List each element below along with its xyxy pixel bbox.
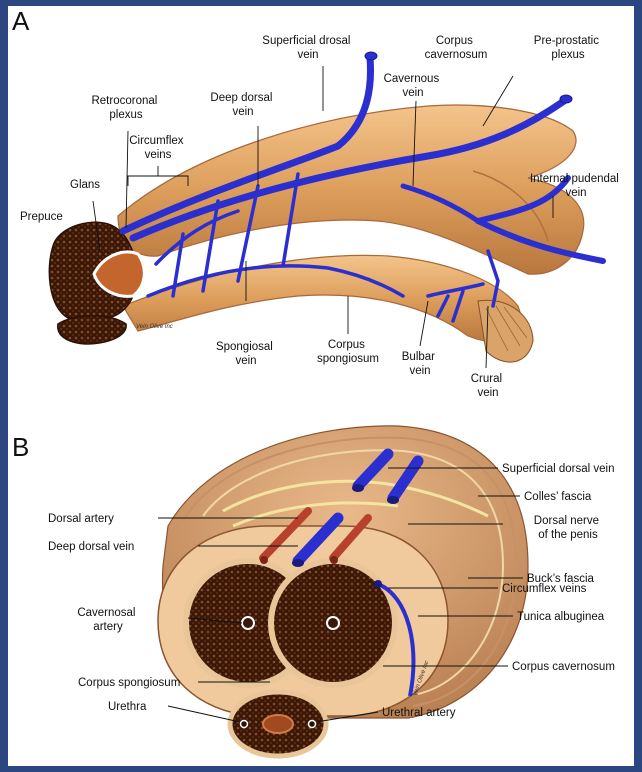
cavernosal-artery-right	[327, 617, 339, 629]
panel-b: B	[12, 426, 615, 756]
sdv-2-end	[387, 496, 399, 504]
label-corpus-spongiosum-b: Corpus spongiosum	[78, 677, 180, 689]
label-bulbar-vein: Bulbar vein	[402, 351, 438, 377]
urethral-artery-right	[309, 721, 316, 728]
label-pre-prostatic-plexus: Pre-prostatic plexus	[534, 35, 602, 61]
label-cavernosal-artery: Cavernosal artery	[77, 607, 138, 633]
panel-a-letter: A	[12, 6, 30, 36]
label-glans: Glans	[70, 179, 100, 191]
panel-b-letter: B	[12, 432, 29, 462]
label-superficial-dorsal-vein-b: Superficial dorsal vein	[502, 463, 615, 475]
anatomy-figure: A Vein Olive Inc	[8, 6, 634, 766]
label-cavernous-vein: Cavernous vein	[384, 73, 443, 99]
label-tunica-albuginea: Tunica albuginea	[517, 611, 605, 623]
sdv-1-end	[352, 484, 364, 492]
label-colles-fascia: Colles’ fascia	[524, 491, 592, 503]
label-prepuce: Prepuce	[20, 211, 63, 223]
urethra-lumen	[263, 715, 293, 733]
panel-a: A Vein Olive Inc	[12, 6, 622, 399]
label-dorsal-artery: Dorsal artery	[48, 513, 114, 525]
ddv-end	[292, 559, 304, 567]
superficial-vein-cut-end	[365, 52, 377, 60]
circumflex-vein-end	[374, 580, 382, 588]
signature-a: Vein Olive Inc	[136, 324, 173, 330]
penile-venous-anatomy-diagram: A Vein Olive Inc	[8, 6, 634, 766]
label-corpus-cavernosum-a: Corpus cavernosum	[425, 35, 488, 61]
label-corpus-cavernosum-b: Corpus cavernosum	[512, 661, 615, 673]
label-deep-dorsal-vein-b: Deep dorsal vein	[48, 541, 134, 553]
urethral-artery-left	[241, 721, 248, 728]
da-left-end	[260, 556, 268, 564]
cavernosal-artery-left	[242, 617, 254, 629]
label-superficial-drosal-vein: Superficial drosal vein	[262, 35, 353, 61]
label-circumflex-veins-a: Circumflex veins	[129, 135, 187, 161]
label-urethral-artery: Urethral artery	[382, 707, 456, 719]
label-circumflex-veins-b: Circumflex veins	[502, 583, 587, 595]
label-dorsal-nerve: Dorsal nerve of the penis	[534, 515, 602, 541]
lower-cut-section	[58, 316, 126, 344]
deep-vein-cut-end	[560, 95, 572, 103]
da-right-end	[330, 556, 338, 564]
label-deep-dorsal-vein-a: Deep dorsal vein	[210, 92, 275, 118]
label-corpus-spongiosum-a: Corpus spongiosum	[317, 339, 379, 365]
label-retrocoronal-plexus: Retrocoronal plexus	[91, 95, 160, 121]
label-spongiosal-vein: Spongiosal vein	[216, 341, 276, 367]
label-urethra: Urethra	[108, 701, 147, 713]
label-crural-vein: Crural vein	[471, 373, 506, 399]
